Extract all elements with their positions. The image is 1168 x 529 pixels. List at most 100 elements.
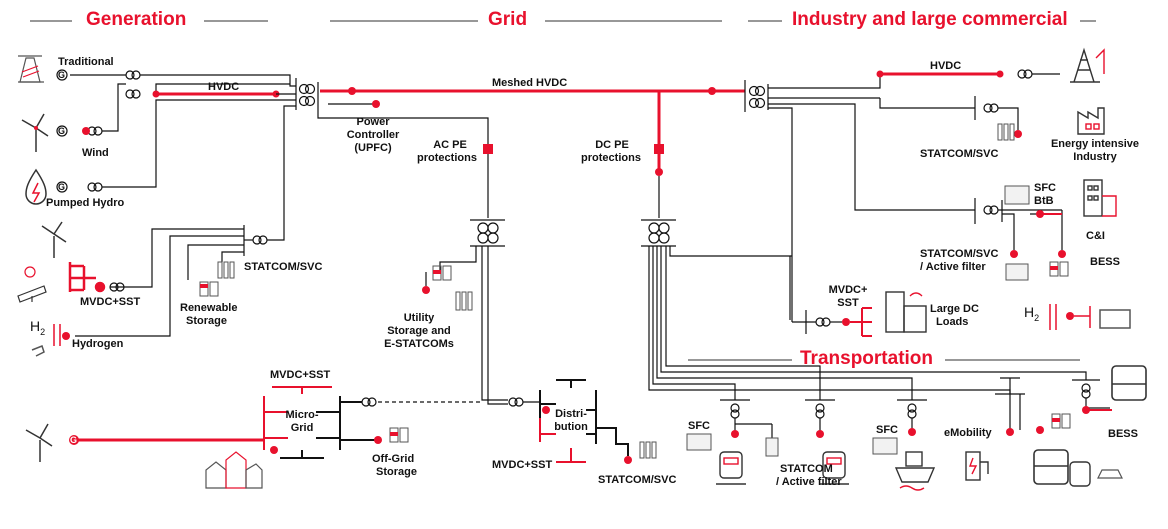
label-ac-pe-1: AC PE [433,139,467,151]
offgrid-storage-node [374,436,382,444]
generator-symbols [56,69,68,193]
label-renewable-storage-2: Storage [186,315,227,327]
statcom-icon [217,123,1015,459]
distribution-node [542,406,550,414]
microgrid-transformer-b [367,397,377,407]
office-building-icon [1083,179,1117,217]
generator-g-offshore: G [70,435,78,445]
transportation-red-nodes [731,406,1112,438]
industry-red-elements [842,70,1066,337]
battery-icon [199,261,1071,443]
label-statcom-af-1: STATCOM/SVC [920,248,999,260]
label-mvdc-sst-industry-2: SST [837,297,859,309]
offshore-wind-line [69,435,264,445]
meshed-hvdc-line [320,87,745,95]
label-utility-1: Utility [403,312,435,324]
label-sfc-transport-1: SFC [688,420,710,432]
label-pumped-hydro: Pumped Hydro [46,197,125,209]
hydrogen-industry-icon [1049,304,1131,330]
label-power-controller-2: Controller [346,129,400,141]
label-wind: Wind [82,147,109,159]
factory-icon [1077,107,1105,135]
hvdc-generation [82,89,296,135]
label-large-dc-1: Large DC [930,303,979,315]
distribution-statcom-node [624,456,632,464]
sfc-converter-icon [686,185,1030,457]
left-substation [295,78,319,110]
label-offgrid-1: Off-Grid [372,453,415,465]
section-industry: Industry and large commercial [792,9,1068,30]
label-utility-2: Storage and [387,325,451,337]
distribution-block [539,379,629,463]
label-renewable-storage-1: Renewable [180,302,238,314]
wind-turbine-offshore-icon [25,423,53,462]
label-sfc-transport-2: SFC [876,424,898,436]
water-drop-icon [25,168,47,205]
label-statcom-generation: STATCOM/SVC [244,261,323,273]
solar-panel-icon [17,266,47,303]
ev-charger-icon [965,451,989,481]
label-traditional: Traditional [58,56,114,68]
label-statcom-af-transport-1: STATCOM [780,463,833,475]
label-hydrogen: Hydrogen [72,338,124,350]
power-plant-icon [18,55,44,83]
car-icon [1097,469,1123,479]
generator-g-hydro: G [58,182,66,192]
label-power-controller-3: (UPFC) [354,142,392,154]
generator-g-wind: G [58,126,66,136]
label-ci: C&I [1086,230,1105,242]
label-large-dc-2: Loads [936,316,969,328]
label-meshed-hvdc: Meshed HVDC [492,77,568,89]
header-rules [30,20,1096,361]
mvdc-transformer [109,282,125,292]
label-mvdc-sst-microgrid: MVDC+SST [270,369,331,381]
label-energy-intensive-1: Energy intensive [1050,138,1140,150]
ac-pe-branch [317,108,493,218]
label-statcom-distribution: STATCOM/SVC [598,474,677,486]
section-grid: Grid [488,9,528,30]
label-ac-pe-2: protections [417,152,477,164]
label-bess-transport: BESS [1108,428,1138,440]
wind-turbine-icon [21,113,49,152]
dc-pe-branch [654,91,664,218]
houses-icon [205,451,263,489]
generation-feeders [70,70,296,337]
label-emobility: eMobility [944,427,992,439]
label-microgrid-2: Grid [290,422,314,434]
label-energy-intensive-2: Industry [1073,151,1117,163]
section-generation: Generation [86,9,187,30]
label-offgrid-2: Storage [376,466,417,478]
mvdc-converter-icon [68,262,106,293]
label-hvdc-generation: HVDC [208,81,240,93]
bus-icon [1033,365,1147,485]
label-sfc-btb-2: BtB [1034,195,1054,207]
label-statcom-af-transport-2: / Active filter [776,476,842,488]
hydrogen-icon [31,324,70,357]
generator-g-traditional: G [58,70,66,80]
power-controller [328,100,380,108]
label-sfc-btb-1: SFC [1034,182,1056,194]
label-bess-industry: BESS [1090,256,1120,268]
wind-turbine-renewable-icon [41,221,67,258]
label-mvdc-sst-industry-1: MVDC+ [828,284,868,296]
label-dc-pe-2: protections [581,152,641,164]
label-utility-3: E-STATCOMs [384,338,454,350]
microgrid-block [263,386,378,459]
data-center-icon [885,291,927,333]
label-mvdc-sst-distribution: MVDC+SST [492,459,553,471]
ship-icon [894,451,936,491]
label-hvdc-industry: HVDC [930,60,962,72]
label-power-controller-1: Power [356,116,390,128]
section-transportation: Transportation [800,348,934,369]
transportation-feeders [720,377,1110,438]
label-h2: H2 [30,318,46,337]
label-distribution-1: Distri- [555,408,587,420]
utility-storage-node [422,286,430,294]
label-distribution-2: bution [554,421,588,433]
train-icon [716,451,1091,487]
label-h2-industry: H2 [1024,304,1040,323]
oil-derrick-icon [1070,47,1105,83]
label-statcom-industry: STATCOM/SVC [920,148,999,160]
